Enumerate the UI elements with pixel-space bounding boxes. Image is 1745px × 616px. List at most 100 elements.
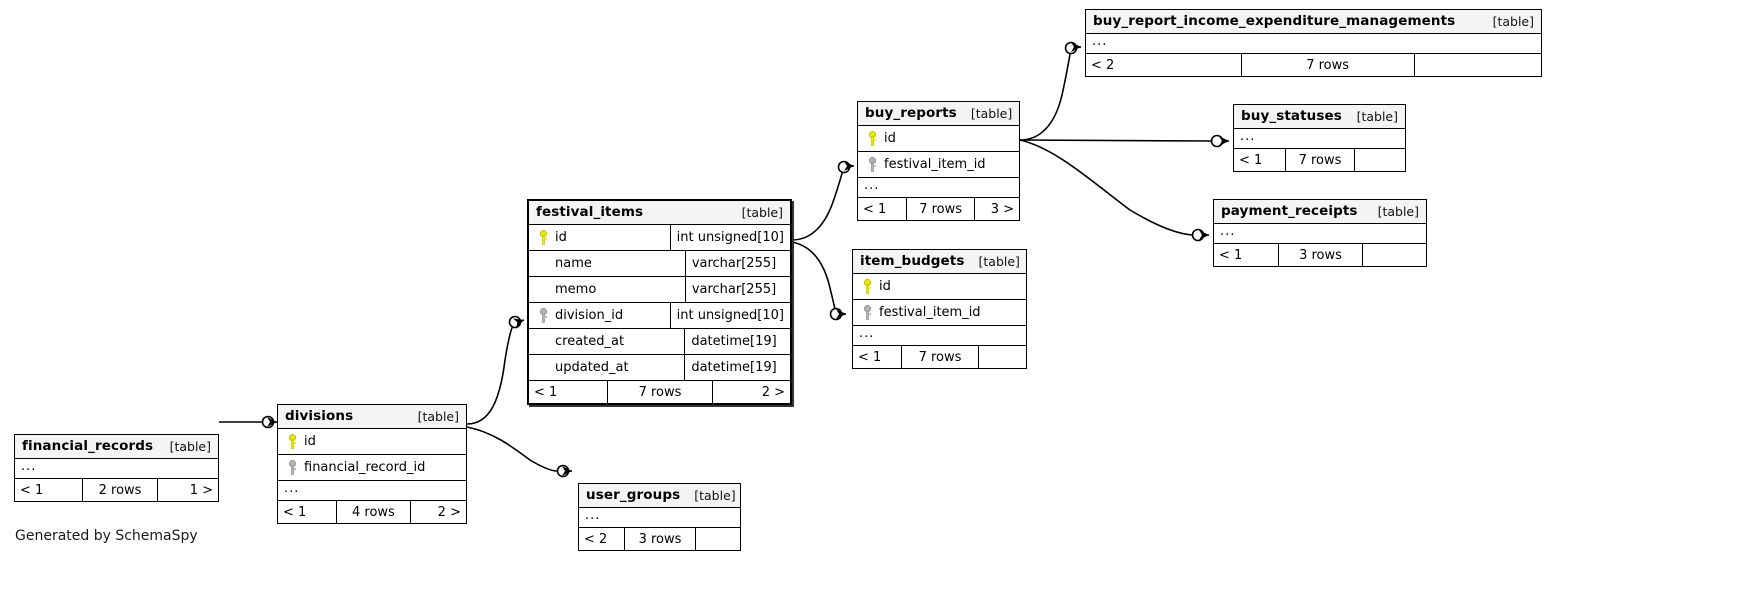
table-footer: < 1 7 rows 2 > [529, 381, 790, 403]
column-label: festival_item_id [879, 305, 981, 320]
footer-parents: < 1 [1239, 152, 1263, 168]
footer-parents: < 2 [1091, 57, 1115, 73]
column-row[interactable]: name varchar[255] [529, 251, 790, 277]
footer-parents: < 2 [584, 531, 608, 547]
edge-festival_items-buy_reports [791, 160, 854, 241]
edge-divisions-festival_items [466, 315, 525, 425]
columns-ellipsis: ... [1214, 224, 1426, 244]
table-node-divisions[interactable]: divisions [table] id financial_record_id… [277, 404, 467, 524]
edge-festival_items-item_budgets [791, 241, 846, 321]
column-row[interactable]: financial_record_id [278, 455, 466, 481]
column-label: division_id [555, 308, 624, 323]
table-title: buy_reports [865, 105, 957, 121]
footer-rowcount: 7 rows [906, 198, 974, 220]
table-type-tag: [table] [694, 487, 736, 503]
table-node-payment_receipts[interactable]: payment_receipts [table] ... < 1 3 rows [1213, 199, 1427, 267]
table-type-tag: [table] [970, 105, 1013, 121]
foreign-key-icon [858, 304, 876, 321]
table-node-festival_items[interactable]: festival_items [table] id int unsigned[1… [527, 199, 792, 405]
column-name-cell: name [529, 251, 685, 276]
table-header: item_budgets [table] [853, 250, 1026, 274]
columns-ellipsis: ... [1234, 129, 1405, 149]
foreign-key-icon [534, 307, 552, 324]
table-header: buy_statuses [table] [1234, 105, 1405, 129]
footer-rowcount: 7 rows [607, 381, 711, 403]
column-row[interactable]: id [853, 274, 1026, 300]
column-name-cell: id [278, 429, 466, 454]
footer-parents: < 1 [1219, 247, 1243, 263]
footer-children [977, 346, 1026, 368]
table-type-tag: [table] [417, 408, 459, 424]
column-type-cell: varchar[255] [684, 251, 790, 276]
footer-children: 2 > [711, 381, 790, 403]
table-type-tag: [table] [978, 253, 1020, 269]
table-footer: < 2 7 rows [1086, 54, 1541, 76]
column-label: id [555, 230, 567, 245]
footer-children [1413, 54, 1541, 76]
table-footer: < 1 7 rows 3 > [858, 198, 1019, 220]
columns-ellipsis: ... [278, 481, 466, 501]
column-name-cell: id [858, 126, 1019, 151]
table-footer: < 1 2 rows 1 > [15, 479, 218, 501]
columns-ellipsis: ... [579, 508, 740, 528]
column-row[interactable]: updated_at datetime[19] [529, 355, 790, 381]
column-type-cell: varchar[255] [684, 277, 790, 302]
table-type-tag: [table] [1377, 203, 1419, 219]
footer-parents: < 1 [534, 384, 558, 400]
column-label: id [884, 131, 896, 146]
footer-children [1362, 244, 1426, 266]
table-header: financial_records [table] [15, 435, 218, 459]
column-row[interactable]: memo varchar[255] [529, 277, 790, 303]
column-name-cell: updated_at [529, 355, 684, 380]
table-node-financial_records[interactable]: financial_records [table] ... < 1 2 rows… [14, 434, 219, 502]
footer-children: 1 > [157, 479, 218, 501]
column-label: financial_record_id [304, 460, 426, 475]
footer-rowcount: 3 rows [624, 528, 695, 550]
columns-ellipsis: ... [1086, 34, 1541, 54]
column-row[interactable]: festival_item_id [858, 152, 1019, 178]
footer-children: 3 > [973, 198, 1019, 220]
table-header: payment_receipts [table] [1214, 200, 1426, 224]
column-row[interactable]: id int unsigned[10] [529, 225, 790, 251]
table-node-user_groups[interactable]: user_groups [table] ... < 2 3 rows [578, 483, 741, 551]
footer-parents: < 1 [283, 504, 307, 520]
column-row[interactable]: id [278, 429, 466, 455]
table-node-buy_statuses[interactable]: buy_statuses [table] ... < 1 7 rows [1233, 104, 1406, 172]
table-title: item_budgets [860, 253, 965, 269]
column-row[interactable]: id [858, 126, 1019, 152]
column-name-cell: created_at [529, 329, 684, 354]
column-name-cell: division_id [529, 303, 670, 328]
foreign-key-icon [283, 459, 301, 476]
edge-buy_reports-buy_statuses [1019, 134, 1229, 148]
edge-divisions-user_groups [466, 426, 572, 478]
footer-parents: < 1 [20, 482, 44, 498]
footer-children: 2 > [409, 501, 466, 523]
column-row[interactable]: division_id int unsigned[10] [529, 303, 790, 329]
column-row[interactable]: created_at datetime[19] [529, 329, 790, 355]
column-row[interactable]: festival_item_id [853, 300, 1026, 326]
column-label: id [879, 279, 891, 294]
table-footer: < 1 4 rows 2 > [278, 501, 466, 523]
table-node-buy_report_income_expenditure_managements[interactable]: buy_report_income_expenditure_management… [1085, 9, 1542, 77]
table-header: user_groups [table] [579, 484, 740, 508]
column-name-cell: financial_record_id [278, 455, 466, 480]
primary-key-icon [858, 278, 876, 295]
table-node-buy_reports[interactable]: buy_reports [table] id festival_item_id … [857, 101, 1020, 221]
column-type-cell: int unsigned[10] [669, 303, 790, 328]
table-title: payment_receipts [1221, 203, 1358, 219]
table-header: buy_reports [table] [858, 102, 1019, 126]
column-label: festival_item_id [884, 157, 986, 172]
generated-by-note: Generated by SchemaSpy [15, 528, 198, 544]
columns-ellipsis: ... [853, 326, 1026, 346]
footer-children [1353, 149, 1405, 171]
footer-rowcount: 7 rows [901, 346, 977, 368]
footer-parents: < 1 [858, 349, 882, 365]
primary-key-icon [863, 130, 881, 147]
column-type-cell: int unsigned[10] [669, 225, 790, 250]
column-label: id [304, 434, 316, 449]
table-header: buy_report_income_expenditure_management… [1086, 10, 1541, 34]
table-type-tag: [table] [1492, 13, 1534, 29]
table-node-item_budgets[interactable]: item_budgets [table] id festival_item_id… [852, 249, 1027, 369]
table-type-tag: [table] [741, 204, 783, 220]
table-header: festival_items [table] [529, 201, 790, 225]
